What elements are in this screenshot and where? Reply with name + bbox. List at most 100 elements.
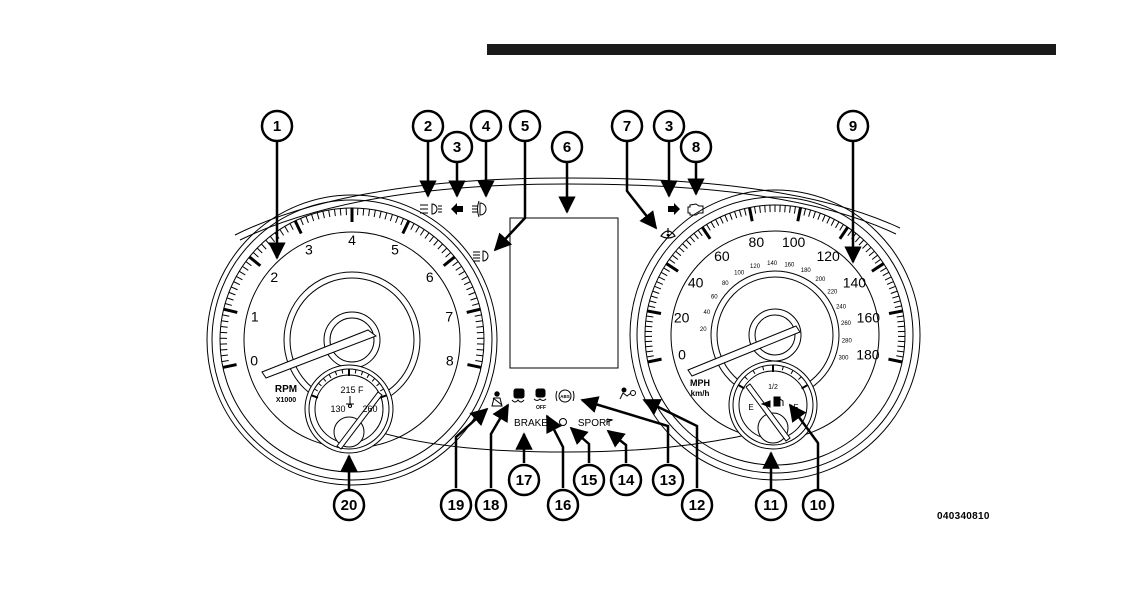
tick-mark xyxy=(875,259,881,263)
callout-2: 2 xyxy=(413,111,443,141)
tick-mark xyxy=(827,217,830,223)
speedometer-mph-label: 40 xyxy=(688,275,704,291)
fuel-gauge xyxy=(729,361,817,449)
traction-off-label: OFF xyxy=(536,405,546,411)
tick-mark xyxy=(416,226,420,232)
tick-mark xyxy=(253,252,258,257)
tick-mark xyxy=(711,222,714,228)
callout-15: 15 xyxy=(574,465,604,495)
tick-mark xyxy=(739,210,741,217)
tick-mark xyxy=(755,207,756,214)
tick-mark xyxy=(897,321,904,322)
tick-mark xyxy=(221,355,228,356)
tick-mark xyxy=(242,266,248,270)
callout-3-left: 3 xyxy=(442,132,472,162)
speedometer-kmh-label: 60 xyxy=(711,294,718,300)
tachometer-tick-label: 6 xyxy=(426,269,434,285)
tick-mark xyxy=(848,230,852,236)
tick-mark xyxy=(221,327,228,328)
tick-mark xyxy=(888,359,902,362)
tick-mark xyxy=(790,206,791,213)
tick-mark xyxy=(760,206,761,213)
temp-mid-label: 215 F xyxy=(340,385,364,395)
tick-mark xyxy=(694,233,698,238)
tick-mark xyxy=(475,315,482,316)
tick-mark xyxy=(859,240,864,245)
tick-mark xyxy=(396,216,398,223)
callout-10: 10 xyxy=(803,490,833,520)
speedometer-kmh-label: 160 xyxy=(784,263,795,269)
speedometer-kmh-label: 100 xyxy=(734,271,745,277)
speedometer-mph-label: 100 xyxy=(782,234,806,250)
callout-19: 19 xyxy=(441,490,471,520)
header-bar xyxy=(487,44,1056,55)
figure-id: 040340810 xyxy=(937,511,990,522)
svg-text:17: 17 xyxy=(516,472,533,489)
callout-3-right: 3 xyxy=(654,111,684,141)
svg-text:6: 6 xyxy=(563,139,571,156)
tick-mark xyxy=(794,207,795,214)
tick-mark xyxy=(646,321,653,322)
mph-label: MPH xyxy=(690,378,710,388)
speedometer-kmh-label: 260 xyxy=(841,321,852,327)
tick-mark xyxy=(896,356,903,357)
tick-mark xyxy=(690,237,695,242)
tick-mark xyxy=(785,205,786,212)
tick-mark xyxy=(380,211,382,218)
tick-mark xyxy=(648,306,655,308)
tick-mark xyxy=(355,370,356,374)
speedometer-mph-label: 60 xyxy=(714,248,730,264)
tick-mark xyxy=(897,351,904,352)
tick-mark xyxy=(840,224,844,230)
tick-mark xyxy=(818,213,820,220)
tick-mark xyxy=(266,240,271,245)
tick-mark xyxy=(470,298,477,300)
tick-mark xyxy=(744,209,746,216)
tick-mark xyxy=(290,224,293,230)
tick-mark xyxy=(223,365,237,368)
callout-8: 8 xyxy=(681,132,711,162)
temp-high-label: 260 xyxy=(362,404,377,414)
tick-mark xyxy=(646,346,653,347)
callout-11: 11 xyxy=(756,490,786,520)
tick-mark xyxy=(651,296,658,298)
tick-mark xyxy=(438,244,443,249)
tick-mark xyxy=(730,213,732,220)
callout-18: 18 xyxy=(476,490,506,520)
tick-mark xyxy=(650,301,657,303)
tachometer-tick-label: 3 xyxy=(305,242,313,258)
tick-mark xyxy=(809,210,811,217)
tick-mark xyxy=(477,349,484,350)
abs-label: ABS xyxy=(560,394,570,399)
tick-mark xyxy=(270,236,274,241)
tachometer-tick-label: 2 xyxy=(270,269,278,285)
tick-mark xyxy=(654,286,660,289)
brake-warning-label: BRAKE xyxy=(514,418,548,429)
tick-mark xyxy=(716,219,719,225)
tick-mark xyxy=(459,271,465,275)
tick-mark xyxy=(425,233,429,239)
svg-text:4: 4 xyxy=(482,118,491,135)
tick-mark xyxy=(664,268,670,272)
tick-mark xyxy=(646,351,653,352)
high-beam-indicator-icon xyxy=(473,251,488,261)
tick-mark xyxy=(467,365,481,368)
tachometer-tick-label: 5 xyxy=(391,242,399,258)
svg-text:12: 12 xyxy=(689,497,706,514)
svg-text:5: 5 xyxy=(521,118,529,135)
tick-mark xyxy=(222,361,229,362)
tick-mark xyxy=(707,224,711,230)
tick-mark xyxy=(469,292,476,295)
tick-mark xyxy=(889,286,895,289)
speedometer-kmh-label: 140 xyxy=(767,261,778,267)
tick-mark xyxy=(411,224,414,230)
callout-16: 16 xyxy=(548,490,578,520)
tick-mark xyxy=(476,327,483,328)
speedometer-kmh-label: 220 xyxy=(827,290,838,296)
tick-mark xyxy=(836,222,839,228)
tick-mark xyxy=(229,292,236,295)
fuel-empty-label: E xyxy=(748,403,753,412)
tick-mark xyxy=(401,218,404,224)
tick-mark xyxy=(323,211,325,218)
